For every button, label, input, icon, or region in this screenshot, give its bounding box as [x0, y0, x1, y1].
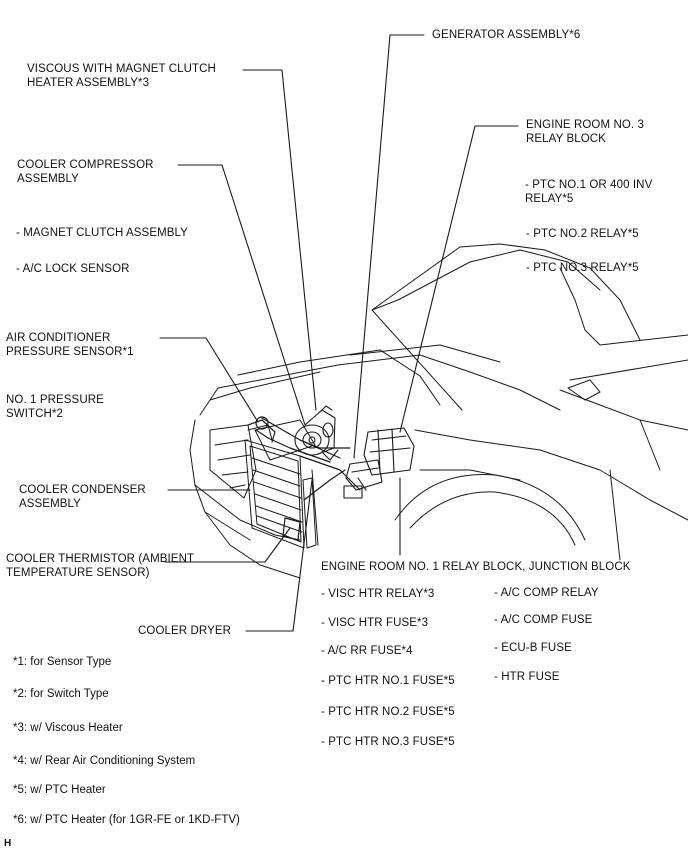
refrigerant-piping — [247, 416, 361, 501]
relay-item: - PTC HTR NO.2 FUSE*5 — [321, 706, 455, 718]
label-engine-room-no3-relay-block: ENGINE ROOM NO. 3 RELAY BLOCK — [526, 119, 644, 145]
label-ac-lock-sensor: - A/C LOCK SENSOR — [16, 263, 130, 275]
footnote: *4: w/ Rear Air Conditioning System — [13, 755, 196, 767]
footnote: *3: w/ Viscous Heater — [13, 722, 123, 734]
condenser-graphic — [244, 424, 319, 549]
footnote: *5: w/ PTC Heater — [13, 784, 106, 796]
label-viscous-heater: VISCOUS WITH MAGNET CLUTCH HEATER ASSEMB… — [27, 63, 216, 89]
label-cooler-thermistor: COOLER THERMISTOR (AMBIENT TEMPERATURE S… — [6, 553, 195, 579]
label-cooler-dryer: COOLER DRYER — [138, 625, 232, 637]
leader-lines — [159, 34, 519, 632]
label-cooler-condenser: COOLER CONDENSER ASSEMBLY — [19, 484, 146, 510]
label-pressure-sensor: AIR CONDITIONER PRESSURE SENSOR*1 — [6, 332, 134, 358]
relay-item: - A/C RR FUSE*4 — [321, 645, 413, 657]
footnote: *1: for Sensor Type — [13, 656, 112, 668]
relay-item: - A/C COMP RELAY — [494, 587, 599, 599]
car-body-outline — [189, 243, 688, 579]
label-pressure-switch: NO. 1 PRESSURE SWITCH*2 — [6, 394, 104, 420]
relay-item: - ECU-B FUSE — [494, 642, 572, 654]
relay-item: - HTR FUSE — [494, 671, 560, 683]
relay-item: - VISC HTR RELAY*3 — [321, 588, 435, 600]
label-ptc-no3-relay: - PTC NO.3 RELAY*5 — [526, 262, 639, 274]
footnote: *6: w/ PTC Heater (for 1GR-FE or 1KD-FTV… — [13, 814, 240, 826]
relay-item: - PTC HTR NO.1 FUSE*5 — [321, 675, 455, 687]
footnote: *2: for Switch Type — [13, 688, 109, 700]
relay-item: - VISC HTR FUSE*3 — [321, 617, 429, 629]
label-ptc-no1-relay: - PTC NO.1 OR 400 INV RELAY*5 — [525, 179, 653, 205]
label-engine-room-no1-relay-block: ENGINE ROOM NO. 1 RELAY BLOCK, JUNCTION … — [321, 561, 631, 573]
relay-item: - A/C COMP FUSE — [494, 614, 593, 626]
relay-item: - PTC HTR NO.3 FUSE*5 — [321, 736, 455, 748]
figure-code: H — [4, 838, 12, 849]
label-ptc-no2-relay: - PTC NO.2 RELAY*5 — [526, 228, 639, 240]
label-generator-assembly: GENERATOR ASSEMBLY*6 — [432, 29, 581, 41]
compressor-graphic — [294, 405, 339, 461]
label-cooler-compressor: COOLER COMPRESSOR ASSEMBLY — [17, 159, 154, 185]
label-magnet-clutch: - MAGNET CLUTCH ASSEMBLY — [16, 227, 188, 239]
relay-block-graphic — [343, 427, 415, 499]
